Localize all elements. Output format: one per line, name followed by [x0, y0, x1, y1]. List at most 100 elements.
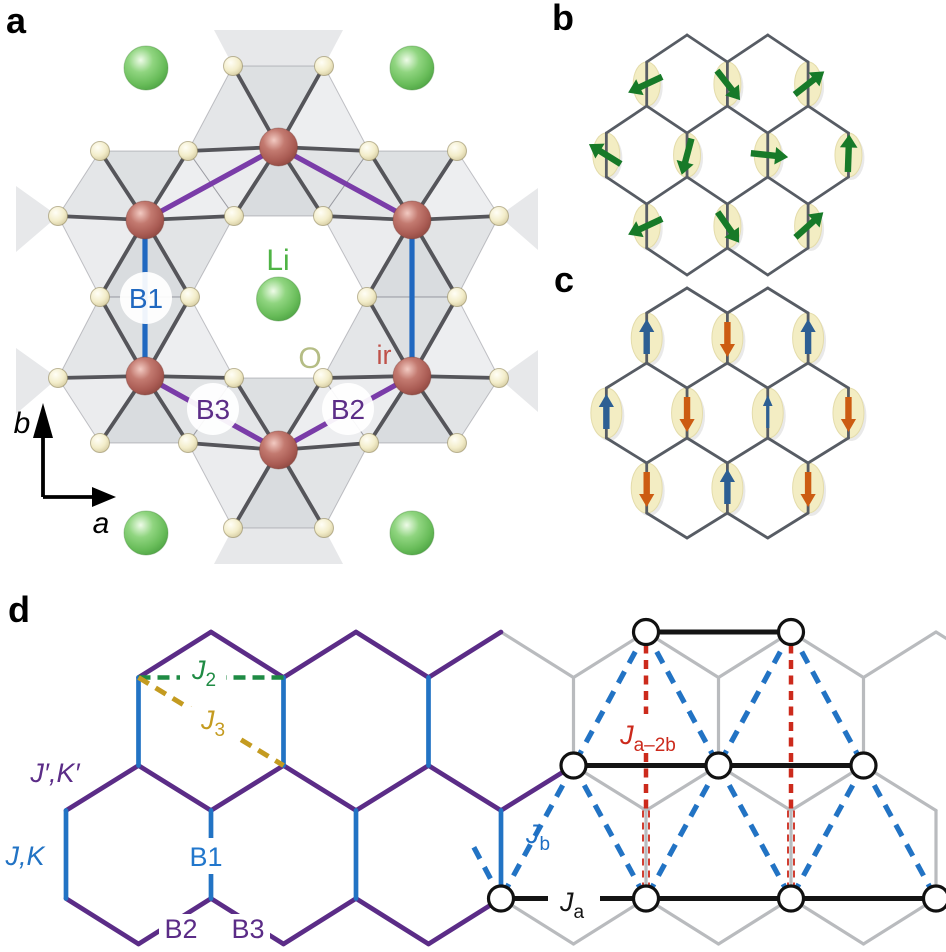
octahedron-face [278, 443, 369, 528]
jb-bonds [467, 630, 939, 900]
honeycomb-purple-bond [353, 763, 431, 813]
lattice-site [776, 617, 806, 647]
spin-arrow-head [725, 84, 741, 101]
spin-arrow-head [840, 419, 857, 432]
spin-arrow-head [598, 394, 614, 407]
label-background [548, 888, 600, 918]
honeycomb-gray-bond [789, 896, 866, 946]
bond [726, 511, 770, 540]
lattice-sites [486, 617, 946, 913]
panel-d-letter: d [8, 589, 30, 630]
octahedron-face [323, 216, 412, 297]
spin-arrow-head [724, 227, 740, 243]
spin-arrow-head [719, 344, 735, 357]
o-atom [90, 287, 110, 307]
honeycomb-gray-bond [789, 630, 866, 680]
octahedron-face [499, 350, 538, 412]
b1-label: B1 [189, 842, 222, 872]
label-background [159, 914, 203, 944]
spin-arrow [628, 73, 664, 96]
jb-bond [861, 764, 939, 900]
honeycomb-purple-bond [498, 763, 576, 813]
bond [685, 511, 729, 540]
spin-arrow [839, 134, 858, 173]
spin-arrow-head [639, 494, 655, 507]
o-atom [359, 141, 379, 161]
spin-arrow [676, 137, 695, 175]
lattice-site [776, 884, 806, 913]
label-background [226, 914, 270, 944]
panel-c-spin-lattice [590, 286, 867, 540]
lattice-site [921, 884, 946, 913]
bond [645, 361, 689, 390]
honeycomb-gray-bond [716, 630, 793, 680]
axes: ba [14, 403, 116, 540]
octahedron-face [323, 297, 412, 378]
axis-b-label: b [14, 407, 31, 440]
octahedron-face [58, 376, 145, 443]
octahedron-face [278, 66, 369, 151]
honeycomb-gray-bond [571, 630, 648, 680]
honeycomb-purple-bond [353, 629, 431, 680]
honeycomb-purple-bond [281, 629, 359, 680]
ir-atom [392, 356, 432, 396]
spin-arrow [679, 397, 695, 432]
jb-label: Jb [525, 819, 550, 855]
bond [726, 436, 770, 465]
bond [766, 361, 810, 390]
octahedron-face [188, 443, 279, 528]
ir-atom [125, 200, 165, 240]
bond [806, 436, 850, 465]
octahedron-face [369, 151, 457, 220]
spin-arrow [719, 469, 735, 504]
spin-arrow-head [808, 71, 825, 87]
bond [685, 361, 729, 390]
spin-arrow-head [628, 79, 644, 96]
honeycomb-gray-bond [861, 630, 938, 680]
lattice-site [631, 884, 661, 913]
spin-arrows [588, 68, 858, 243]
bond [685, 436, 729, 465]
spin-arrow [639, 319, 655, 354]
spin-arrow [840, 397, 857, 432]
o-atom [224, 368, 244, 388]
panel-a-letter: a [6, 0, 27, 41]
o-atom [313, 206, 333, 226]
honeycomb-gray-bond [789, 763, 866, 813]
bond [766, 436, 810, 465]
spin-arrow-head [588, 143, 605, 159]
axis-b-arrowhead [33, 403, 53, 438]
octahedron-face [233, 450, 324, 528]
o-atom [90, 433, 110, 453]
spin-arrow [715, 210, 740, 243]
bond [645, 286, 689, 315]
jb-bond [571, 630, 649, 767]
honeycomb-gray-bond [716, 763, 793, 813]
octahedron-face [499, 188, 538, 250]
spin-arrow [762, 395, 773, 428]
o-atom [314, 56, 334, 76]
bond [645, 104, 689, 135]
bond [685, 286, 729, 315]
bond [806, 175, 850, 206]
spin-arrow-head [800, 494, 816, 507]
spin-arrow [792, 71, 825, 97]
octahedron-face [233, 66, 324, 147]
honeycomb-gray-bond [716, 896, 793, 946]
spin-arrow-head [679, 419, 695, 432]
li-atom [256, 276, 301, 322]
honeycomb-gray-bond [644, 763, 721, 813]
lattice-site [631, 617, 661, 647]
ir-atom [259, 127, 298, 167]
spin-arrow-head [807, 212, 824, 228]
bond [604, 436, 649, 465]
bond [726, 33, 770, 64]
octahedron-face [234, 147, 323, 216]
octahedron-face [58, 216, 145, 297]
octahedron-face [412, 216, 499, 297]
o-atom [489, 368, 509, 388]
honeycomb-gray-bond [644, 630, 721, 680]
octahedron-face [188, 147, 279, 216]
octahedron-face [214, 528, 343, 564]
